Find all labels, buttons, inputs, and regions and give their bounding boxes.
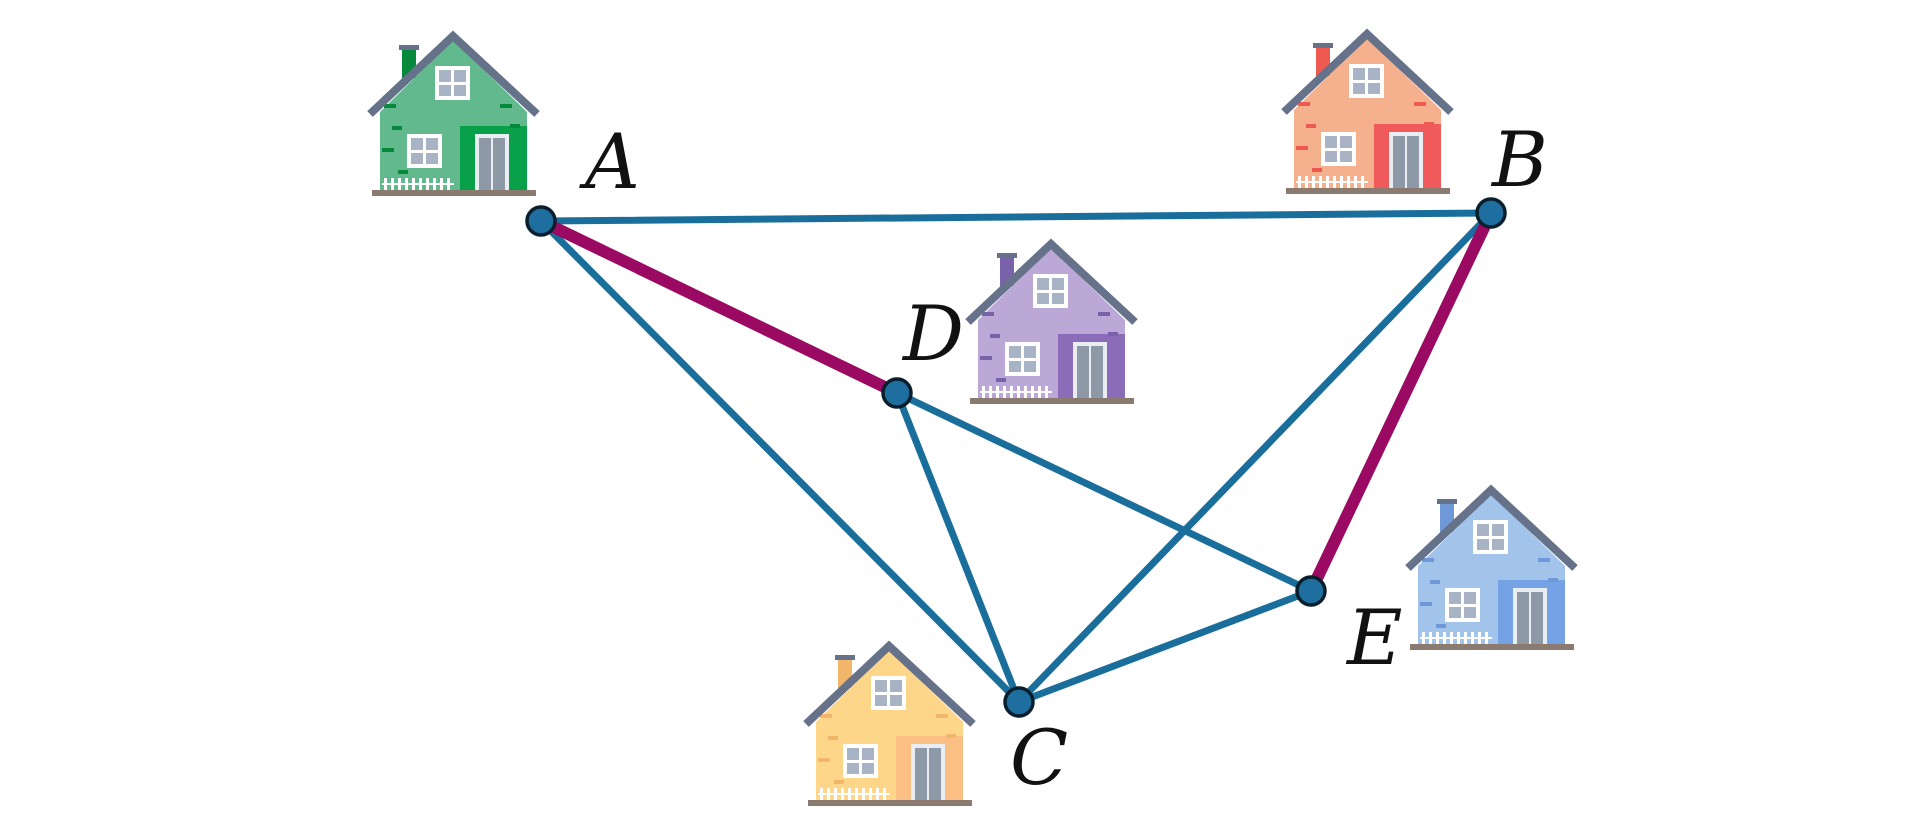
node-label-d: D <box>901 289 964 378</box>
house-d-house-icon <box>965 238 1138 404</box>
node-c <box>1003 686 1035 718</box>
node-label-c: C <box>1010 713 1068 802</box>
edge-a-d <box>535 215 903 399</box>
edge-c-e <box>1015 587 1315 706</box>
houses-layer <box>367 28 1578 806</box>
node-e <box>1295 575 1327 607</box>
nodes-layer <box>525 197 1507 718</box>
edge-a-b <box>537 209 1495 225</box>
edge-a-c <box>537 217 1023 706</box>
node-a <box>525 205 557 237</box>
edge-d-e <box>893 389 1315 595</box>
node-label-e: E <box>1345 593 1402 682</box>
node-label-b: B <box>1490 115 1548 204</box>
house-a-house-icon <box>367 30 540 196</box>
edge-b-e <box>1305 207 1497 597</box>
edge-b-c <box>1015 209 1495 706</box>
node-b <box>1475 197 1507 229</box>
edges-layer <box>535 207 1497 706</box>
house-e-house-icon <box>1405 484 1578 650</box>
edge-d-c <box>893 389 1023 706</box>
labels-layer: A B C D E <box>579 115 1548 802</box>
node-label-a: A <box>579 117 640 206</box>
house-c-house-icon <box>803 640 976 806</box>
house-b-house-icon <box>1281 28 1454 194</box>
node-d <box>881 377 913 409</box>
